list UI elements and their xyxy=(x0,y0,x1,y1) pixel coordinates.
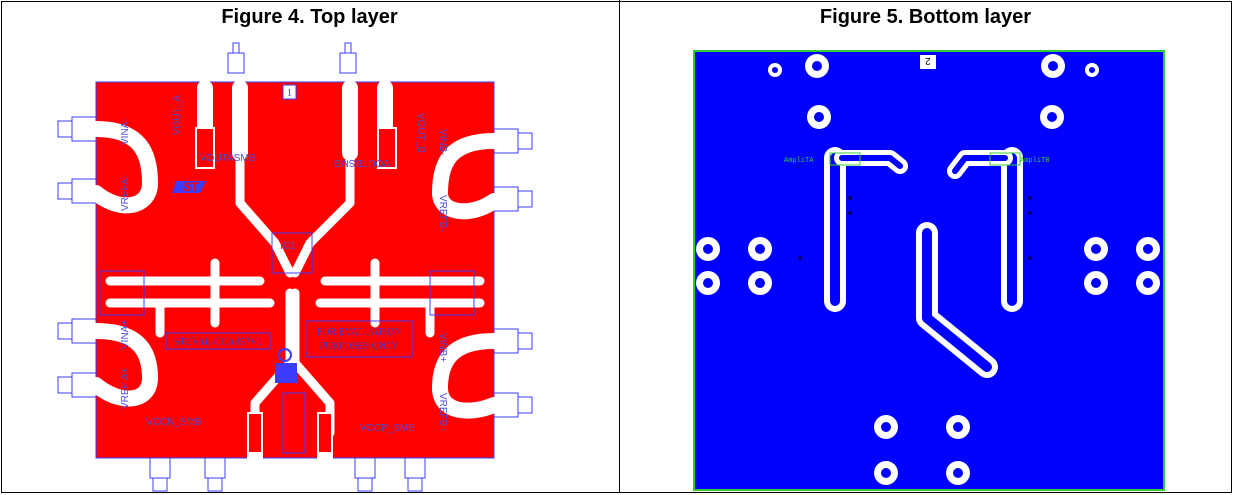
label-vccn-smb: VCCN_SMB xyxy=(146,417,202,428)
label-vrefa-plus: VREF A+ xyxy=(120,367,131,409)
label-vina-plus: VINA+ xyxy=(120,320,131,349)
label-voutbsmb: VOUTBSMB xyxy=(334,157,390,168)
figure-divider xyxy=(619,0,620,492)
top-layer-pcb-image: 1 ST STEVAL-CCA057V1 FOR EVALUATION PURP… xyxy=(57,42,533,492)
label-ic1: IC1 xyxy=(280,241,296,252)
label-ampli-ta: AmpliTA xyxy=(784,157,814,165)
label-vout-b: VOUT_B xyxy=(415,113,426,153)
svg-text:ST: ST xyxy=(183,180,200,194)
label-vrefa-minus: VREFA- xyxy=(120,175,131,211)
bottom-layer-pcb-image: 2 AmpliTA Am xyxy=(693,50,1165,491)
label-vina-minus: VINA- xyxy=(120,118,131,145)
board-id-label: STEVAL-CCA057V1 xyxy=(174,337,262,348)
figure-5-caption: Figure 5. Bottom layer xyxy=(819,6,1032,28)
label-voutasmb: VOUTASMB xyxy=(200,153,256,164)
eval-note-line2: PURPOSES ONLY xyxy=(320,341,399,352)
label-vinb-plus: VINB+ xyxy=(437,333,448,362)
top-layer-number: 1 xyxy=(287,88,292,99)
label-vccp-smb: VCCP_SMB xyxy=(360,423,415,434)
eval-note-line1: FOR EVALUATION xyxy=(317,327,402,338)
bottom-layer-number: 2 xyxy=(925,55,931,66)
st-logo: ST xyxy=(172,180,206,194)
figure-4-caption: Figure 4. Top layer xyxy=(221,6,398,28)
label-vinb-minus: VINB- xyxy=(437,129,448,156)
label-vrefb-plus: VREFB+ xyxy=(437,393,448,432)
label-vout-a: VOUT_A xyxy=(172,95,183,135)
label-vrefb-minus: VREFB- xyxy=(437,195,448,232)
label-ampli-tb: AmpliTB xyxy=(1020,157,1049,165)
